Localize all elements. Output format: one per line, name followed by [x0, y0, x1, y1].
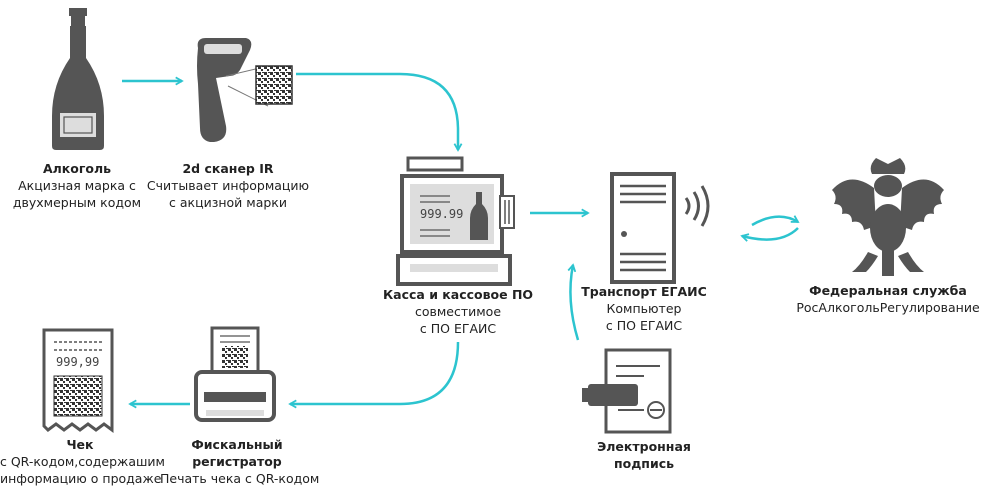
server-icon — [610, 172, 676, 284]
register-screen-price: 999.99 — [420, 207, 463, 221]
fiscal-title: Фискальный — [191, 437, 283, 452]
arrow-scanner-to-register — [296, 72, 458, 150]
transport-desc-1: Компьютер — [606, 301, 682, 316]
scanner-icon — [197, 38, 293, 142]
register-desc-2: с ПО ЕГАИС — [419, 321, 497, 336]
arrow-signature-to-transport — [570, 265, 580, 341]
scanner-desc-1: Считывает информацию — [146, 178, 310, 193]
eagle-emblem-icon — [832, 158, 944, 276]
transport-desc-2: с ПО ЕГАИС — [605, 318, 683, 333]
alcohol-title: Алкоголь — [42, 161, 112, 176]
arrow-federal-to-transport — [742, 227, 799, 240]
register-label: Касса и кассовое ПО совместимое с ПО ЕГА… — [378, 286, 538, 337]
arrow-transport-to-federal — [751, 217, 798, 227]
transport-title: Транспорт ЕГАИС — [581, 284, 707, 299]
alcohol-desc-1: Акцизная марка с — [18, 178, 136, 193]
receipt-price: 999,99 — [56, 355, 99, 369]
scanner-desc-2: с акцизной марки — [169, 195, 287, 210]
receipt-desc-2: информацию о продаже — [0, 471, 162, 486]
fiscal-label: Фискальный регистратор Печать чека с QR-… — [160, 436, 320, 487]
receipt-label: Чек с QR-кодом,содержашим информацию о п… — [0, 436, 165, 487]
signature-label: Электронная подпись — [574, 438, 714, 472]
alcohol-desc-2: двухмерным кодом — [12, 195, 142, 210]
receipt-title: Чек — [66, 437, 94, 452]
transport-label: Транспорт ЕГАИС Компьютер с ПО ЕГАИС — [574, 283, 714, 334]
federal-desc-1: РосАлкогольРегулирование — [796, 300, 980, 315]
signature-title-2: подпись — [613, 456, 675, 471]
fiscal-desc-1: Печать чека с QR-кодом — [160, 471, 320, 486]
scanner-label: 2d сканер IR Считывает информацию с акци… — [146, 160, 310, 211]
fiscal-title-2: регистратор — [192, 454, 282, 469]
bottle-icon — [52, 8, 104, 150]
wifi-icon — [684, 185, 710, 227]
receipt-desc-1: с QR-кодом,содержашим — [0, 454, 165, 469]
register-title: Касса и кассовое ПО — [382, 287, 534, 302]
register-desc-1: совместимое — [414, 304, 502, 319]
cash-register-icon — [396, 156, 515, 286]
alcohol-label: Алкоголь Акцизная марка с двухмерным код… — [0, 160, 154, 211]
federal-label: Федеральная служба РосАлкогольРегулирова… — [790, 282, 986, 316]
digital-signature-icon — [582, 348, 672, 434]
federal-title: Федеральная служба — [809, 283, 967, 298]
arrow-register-to-fiscal — [290, 341, 460, 404]
fiscal-printer-icon — [194, 326, 276, 422]
signature-title: Электронная — [597, 439, 691, 454]
scanner-title: 2d сканер IR — [182, 161, 274, 176]
receipt-icon — [42, 328, 114, 433]
